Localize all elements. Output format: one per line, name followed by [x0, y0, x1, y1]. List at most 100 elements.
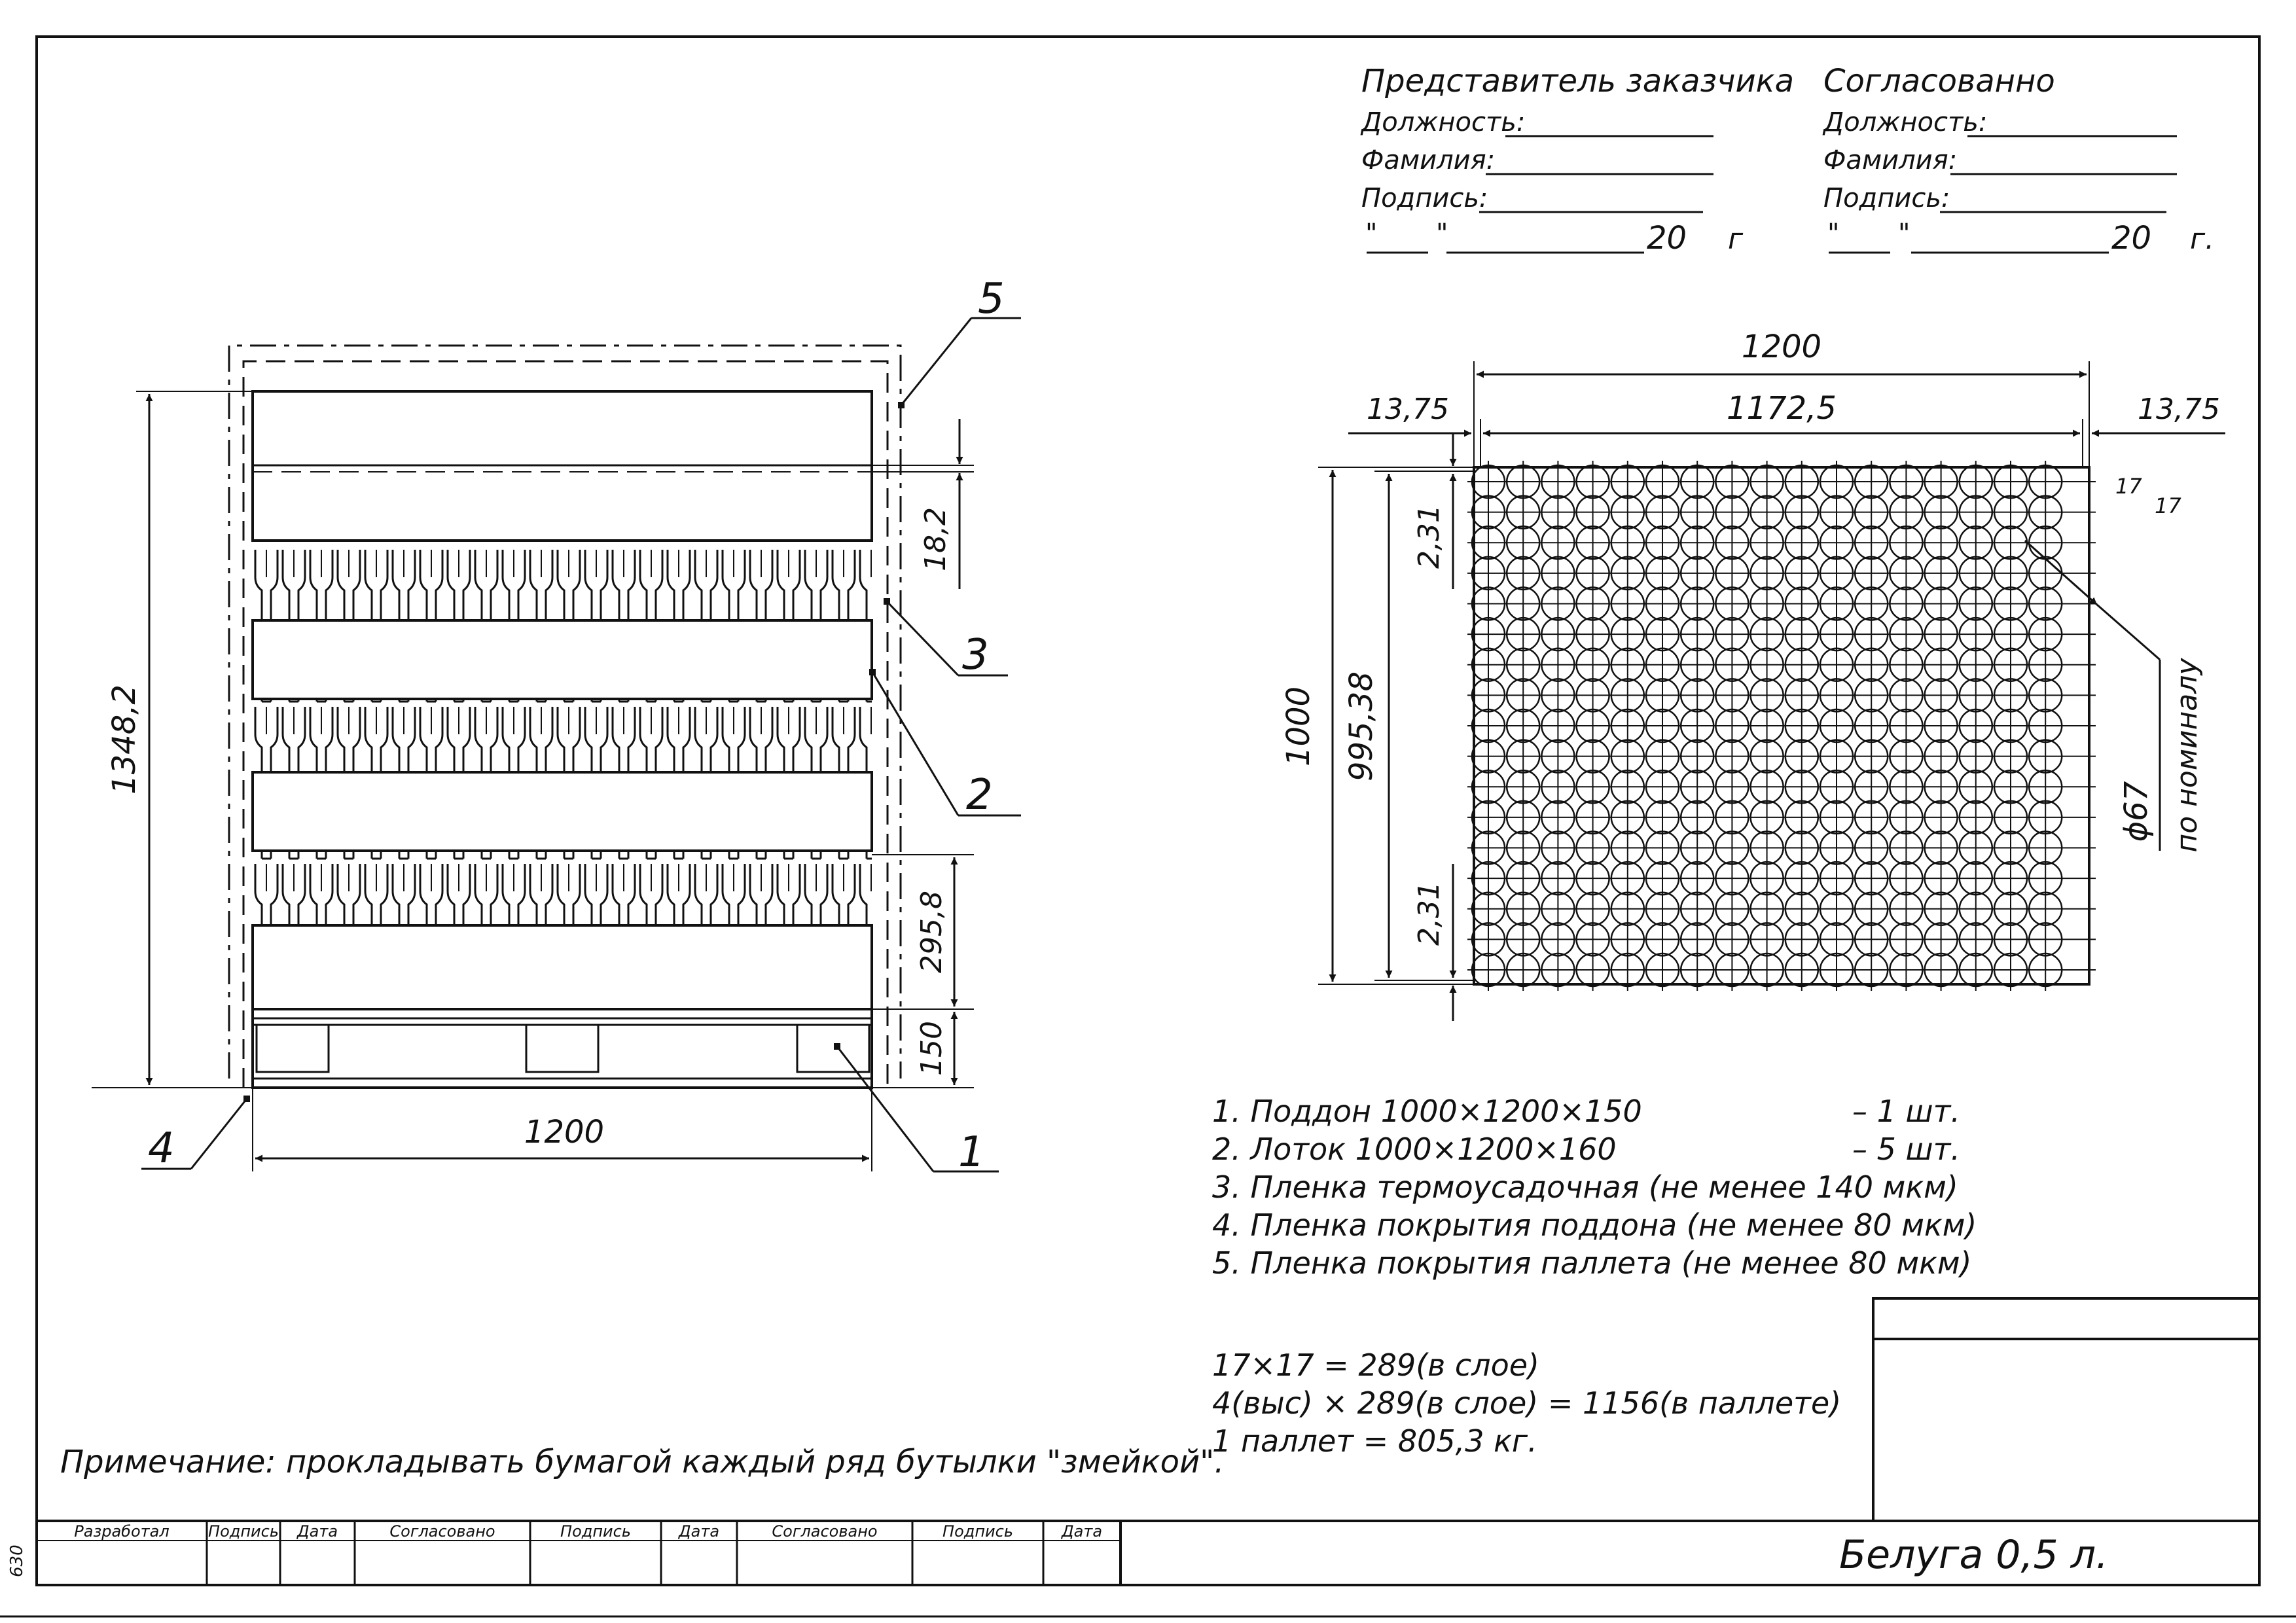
bottle-circle — [1749, 586, 1784, 621]
bottle-circle — [1819, 616, 1854, 652]
customer-date-open: " — [1365, 219, 1377, 249]
bottle-circle — [1471, 891, 1506, 926]
bottle-circle — [1575, 891, 1610, 926]
callout-4-label: 4 — [148, 1124, 175, 1173]
bottle-circle — [1679, 861, 1715, 896]
bottle-circle — [1889, 830, 1924, 865]
bottle-circle — [1958, 495, 1994, 529]
dim-top-inner: 1172,5 13,75 13,75 — [1348, 390, 2225, 467]
bottle-circle — [1784, 678, 1820, 713]
agreed-position-label: Должность: — [1822, 107, 1987, 137]
bottle-circle — [1679, 464, 1715, 499]
pallet-base-film-outline — [242, 360, 889, 1088]
bottle-circle — [1541, 586, 1575, 621]
dim-layer-label: 295,8 — [915, 891, 948, 973]
bottle-circle — [1575, 922, 1610, 957]
bottle-circle — [1505, 861, 1541, 896]
bottle-circle — [1505, 739, 1541, 774]
bottle-circle — [1610, 647, 1645, 682]
side-view: 5 3 2 1 4 — [92, 275, 1021, 1177]
bottle-circle — [2028, 678, 2063, 713]
bottle-circle — [1471, 708, 1506, 743]
dim-top-width: 1200 — [1473, 329, 2090, 467]
bottle-circle — [1889, 861, 1924, 896]
bottle-circle — [1715, 952, 1749, 988]
bottle-circle — [1610, 770, 1645, 804]
bottle-circle — [1854, 616, 1889, 652]
bottle-circle — [1645, 616, 1680, 652]
bottle-circle — [2028, 495, 2063, 529]
bottle-circle — [1645, 891, 1680, 926]
bottle-circle — [1575, 708, 1610, 743]
bottle-circle — [1749, 616, 1784, 652]
bottle-circle — [1715, 647, 1749, 682]
bottle-circle — [1784, 952, 1820, 988]
bottle-circle — [1924, 616, 1958, 652]
callout-1: 1 — [834, 1043, 999, 1177]
bottle-circle — [1854, 739, 1889, 774]
callout-5: 5 — [898, 275, 1021, 408]
dim-top-inner-label: 1172,5 — [1727, 390, 1837, 427]
bottle-circle — [1471, 647, 1506, 682]
bottle-circle — [1958, 952, 1994, 988]
bottle-circle — [1819, 800, 1854, 835]
bottle-circle — [1715, 800, 1749, 835]
bottle-circle — [1889, 526, 1924, 560]
bottle-circle — [1541, 616, 1575, 652]
bottle-circle — [1471, 556, 1506, 591]
bottle-circle — [1610, 495, 1645, 529]
diameter-label: ϕ67 — [2118, 781, 2155, 842]
bottle-circle — [1854, 830, 1889, 865]
bottle-circle — [1749, 556, 1784, 591]
bottle-circle — [1854, 586, 1889, 621]
bottle-circle — [1645, 952, 1680, 988]
bottle-circle — [1715, 708, 1749, 743]
bottle-circle — [1958, 739, 1994, 774]
bottle-circle — [1784, 861, 1820, 896]
bottle-circle — [1819, 586, 1854, 621]
bottle-circle — [1575, 464, 1610, 499]
bottle-circle — [1679, 616, 1715, 652]
bottle-circle — [1575, 616, 1610, 652]
bottle-circle — [1610, 678, 1645, 713]
bottle-circle — [1958, 708, 1994, 743]
bottle-circle — [1784, 770, 1820, 804]
callout-3: 3 — [884, 598, 1008, 679]
bottle-row-3 — [253, 852, 872, 925]
bottle-row-1 — [253, 547, 872, 620]
bottle-circle — [1749, 526, 1784, 560]
bottle-circle — [1889, 770, 1924, 804]
bottle-circle — [1958, 647, 1994, 682]
bottle-circle — [1749, 708, 1784, 743]
bottle-circle — [1993, 922, 2028, 957]
bottle-circle — [1784, 922, 1820, 957]
dim-layer: 295,8 — [872, 854, 974, 1010]
dim-gap-label: 18,2 — [919, 507, 952, 571]
bottle-circle — [1679, 739, 1715, 774]
bottle-circle — [1749, 922, 1784, 957]
bottle-circle — [1505, 616, 1541, 652]
bottle-circle — [1749, 830, 1784, 865]
margin-code: 630 — [7, 1544, 27, 1577]
bottle-circle — [1993, 708, 2028, 743]
bottle-circle — [1471, 678, 1506, 713]
bottle-circle — [1819, 922, 1854, 957]
bottle-row-2 — [253, 699, 872, 772]
sheet-frame — [35, 35, 2261, 1586]
bottle-circle — [1924, 556, 1958, 591]
bottle-circle — [1575, 861, 1610, 896]
bottle-circle — [1819, 739, 1854, 774]
bottle-circle — [1924, 891, 1958, 926]
bottle-circle — [1541, 770, 1575, 804]
bottle-circle — [2028, 739, 2063, 774]
bottle-circle — [1575, 770, 1610, 804]
bottle-circle — [1715, 586, 1749, 621]
bottle-circle — [1889, 647, 1924, 682]
bottle-circle — [1541, 526, 1575, 560]
title-block-header: Разработал — [74, 1522, 169, 1541]
bottle-circle — [1471, 464, 1506, 499]
dim-top-depth: 1000 — [1280, 467, 1474, 985]
bottle-circle — [1819, 647, 1854, 682]
bottle-circle — [1715, 739, 1749, 774]
